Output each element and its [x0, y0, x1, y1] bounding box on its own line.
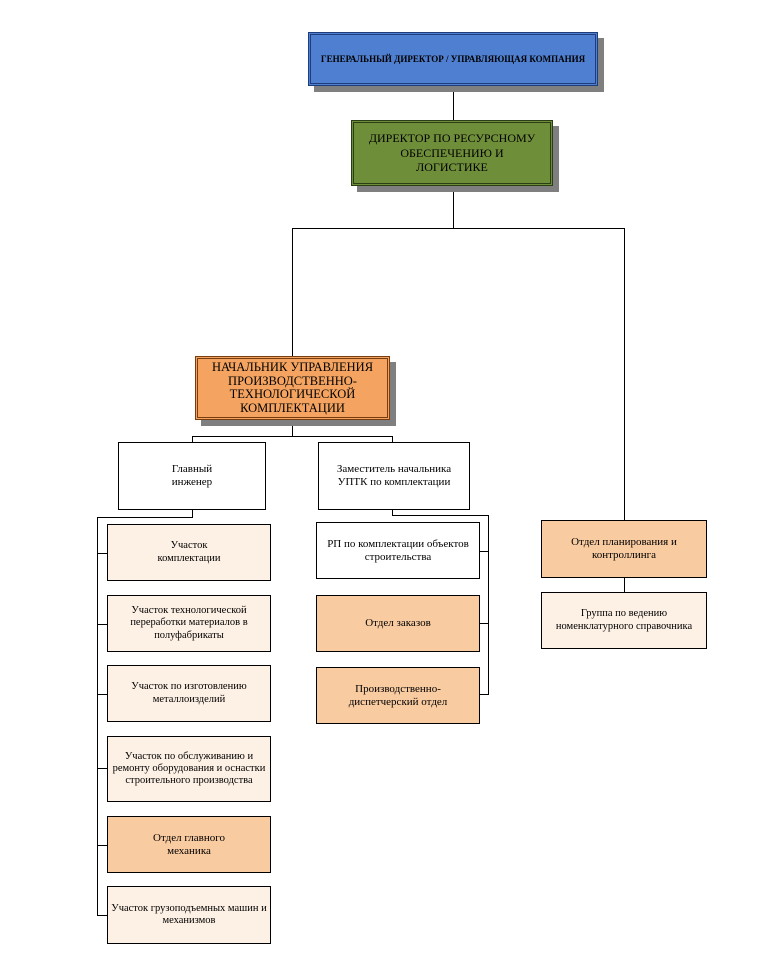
connector-to-chief-engineer [192, 436, 193, 442]
connector-left-tick-5 [97, 845, 107, 846]
unit-box: Участок грузоподъемных машин и механизмо… [107, 886, 271, 944]
planning-dept-box: Отдел планирования и контроллинга [541, 520, 707, 578]
connector-planning-group [624, 578, 625, 592]
deputy-unit-label: Производственно-диспетчерский отдел [348, 682, 448, 708]
connector-left-tick-2 [97, 624, 107, 625]
unit-label: Участок грузоподъемных машин и механизмо… [111, 902, 267, 926]
connector-right-tick-2 [480, 623, 489, 624]
connector-left-tick-4 [97, 768, 107, 769]
head-uptk-label: НАЧАЛЬНИК УПРАВЛЕНИЯ ПРОИЗВОДСТВЕННО-ТЕХ… [211, 360, 374, 415]
connector-director-down [453, 186, 454, 228]
unit-box: Отдел главного механика [107, 816, 271, 873]
connector-right-down [624, 228, 625, 520]
connector-horizontal-top [292, 228, 625, 229]
connector-left-down [292, 228, 293, 356]
general-director-label: ГЕНЕРАЛЬНЫЙ ДИРЕКТОР / УПРАВЛЯЮЩАЯ КОМПА… [320, 53, 586, 64]
unit-label: Участок по изготовлению металлоизделий [131, 681, 247, 705]
director-logistics-label: ДИРЕКТОР ПО РЕСУРСНОМУ ОБЕСПЕЧЕНИЮ И ЛОГ… [368, 131, 536, 175]
connector-deputy-stem [392, 510, 393, 516]
connector-chief-engineer-bracket-v [97, 517, 98, 916]
connector-left-tick-1 [97, 553, 107, 554]
connector-horizontal-mid [192, 436, 393, 437]
unit-label: Участок технологической переработки мате… [130, 605, 248, 641]
unit-box: Участок комплектации [107, 524, 271, 581]
connector-right-tick-3 [480, 694, 489, 695]
deputy-head-box: Заместитель начальника УПТК по комплекта… [318, 442, 470, 510]
connector-head-down [292, 420, 293, 436]
deputy-unit-box: Отдел заказов [316, 595, 480, 652]
planning-dept-label: Отдел планирования и контроллинга [571, 536, 677, 561]
chief-engineer-box: Главный инженер [118, 442, 266, 510]
nomenclature-group-box: Группа по ведению номенклатурного справо… [541, 592, 707, 649]
unit-box: Участок по изготовлению металлоизделий [107, 665, 271, 722]
connector-chief-engineer-bracket-h [97, 517, 193, 518]
connector-left-tick-6 [97, 915, 107, 916]
connector-deputy-bracket-v [488, 515, 489, 695]
deputy-unit-label: Отдел заказов [365, 617, 431, 630]
deputy-unit-label: РП по комплектации объектов строительств… [327, 537, 469, 563]
deputy-head-label: Заместитель начальника УПТК по комплекта… [336, 463, 452, 488]
nomenclature-group-label: Группа по ведению номенклатурного справо… [555, 608, 693, 632]
unit-label: Участок по обслуживанию и ремонту оборуд… [112, 750, 266, 787]
unit-label: Участок комплектации [157, 540, 221, 564]
connector-right-tick-1 [480, 551, 489, 552]
connector-to-deputy [392, 436, 393, 442]
connector-ceo-director [453, 86, 454, 120]
unit-box: Участок технологической переработки мате… [107, 595, 271, 652]
head-uptk-box: НАЧАЛЬНИК УПРАВЛЕНИЯ ПРОИЗВОДСТВЕННО-ТЕХ… [195, 356, 390, 420]
general-director-box: ГЕНЕРАЛЬНЫЙ ДИРЕКТОР / УПРАВЛЯЮЩАЯ КОМПА… [308, 32, 598, 86]
director-logistics-box: ДИРЕКТОР ПО РЕСУРСНОМУ ОБЕСПЕЧЕНИЮ И ЛОГ… [351, 120, 553, 186]
deputy-unit-box: РП по комплектации объектов строительств… [316, 522, 480, 579]
chief-engineer-label: Главный инженер [171, 463, 213, 488]
unit-label: Отдел главного механика [153, 831, 225, 857]
connector-deputy-bracket-h [392, 515, 489, 516]
deputy-unit-box: Производственно-диспетчерский отдел [316, 667, 480, 724]
connector-chief-engineer-stem [192, 510, 193, 518]
connector-left-tick-3 [97, 694, 107, 695]
unit-box: Участок по обслуживанию и ремонту оборуд… [107, 736, 271, 802]
